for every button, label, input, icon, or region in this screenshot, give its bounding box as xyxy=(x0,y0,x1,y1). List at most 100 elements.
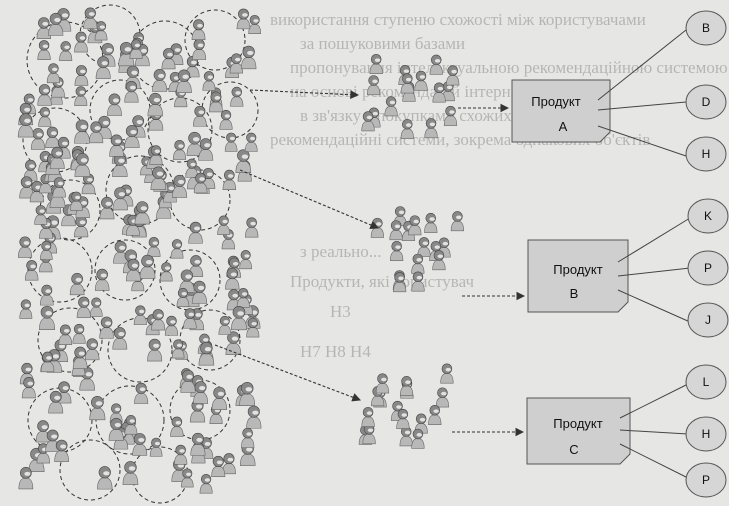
background-text-line: Продукти, які користувач xyxy=(290,272,475,291)
user-icon xyxy=(74,65,89,86)
user-icon xyxy=(241,427,255,448)
user-icon xyxy=(35,420,51,443)
user-icon xyxy=(48,390,64,414)
feature-circle: J xyxy=(687,302,729,338)
user-icon xyxy=(193,381,209,404)
user-icon xyxy=(54,439,69,462)
user-icon xyxy=(147,237,161,257)
user-icon xyxy=(211,455,226,477)
user-icon xyxy=(191,280,208,304)
user-icon xyxy=(248,14,261,34)
user-icon xyxy=(112,327,128,350)
background-text-line: H3 xyxy=(330,302,351,321)
user-icon xyxy=(151,309,166,331)
user-icon xyxy=(152,68,168,92)
user-icon xyxy=(198,341,215,366)
user-icon xyxy=(217,215,231,235)
arrow xyxy=(239,169,380,230)
user-icon xyxy=(240,45,257,70)
user-icon xyxy=(133,305,147,326)
user-icon xyxy=(89,297,103,317)
arrows xyxy=(214,89,526,437)
user-cluster-outline xyxy=(184,9,246,71)
user-icon xyxy=(246,405,262,429)
user-icon xyxy=(149,145,163,165)
user-icon xyxy=(370,217,384,238)
user-icon xyxy=(190,432,206,456)
user-icon xyxy=(52,177,66,198)
user-icon xyxy=(134,382,149,404)
user-icon xyxy=(202,71,216,91)
user-icon xyxy=(36,17,52,39)
user-icon xyxy=(147,92,164,117)
user-icon xyxy=(193,105,207,127)
user-icon xyxy=(393,272,407,293)
product-label: Продукт xyxy=(531,94,580,109)
user-icon xyxy=(17,236,33,258)
user-icon xyxy=(95,56,111,79)
features: B D H K P J L H P xyxy=(597,10,729,498)
feature-label: H xyxy=(702,427,711,441)
feature-circle: H xyxy=(685,416,727,452)
user-icon xyxy=(361,406,375,427)
user-crowd xyxy=(17,4,262,504)
user-icon xyxy=(432,250,446,271)
user-icon xyxy=(435,387,450,408)
user-icon xyxy=(181,468,194,488)
user-icon xyxy=(389,220,403,241)
user-icon xyxy=(124,124,140,149)
user-icon xyxy=(97,466,113,490)
feature-circle: H xyxy=(685,136,727,172)
user-icon xyxy=(39,240,53,260)
user-icon xyxy=(411,428,425,449)
user-icon xyxy=(161,48,176,70)
user-icon xyxy=(122,461,139,485)
user-icon xyxy=(239,250,252,270)
feature-label: D xyxy=(702,95,711,109)
user-icon xyxy=(30,128,46,150)
user-icon xyxy=(176,287,190,307)
user-icon xyxy=(48,12,64,36)
user-icon xyxy=(76,296,91,318)
user-icon xyxy=(49,146,65,170)
feature-label: K xyxy=(704,209,712,223)
user-icon xyxy=(129,39,143,59)
feature-label: L xyxy=(703,375,710,389)
user-icon xyxy=(46,63,60,84)
feature-label: H xyxy=(702,147,711,161)
user-icon xyxy=(191,19,206,41)
feature-circle: D xyxy=(685,84,727,120)
user-icon xyxy=(180,369,196,393)
user-icon xyxy=(199,474,213,494)
user-icon xyxy=(107,93,122,116)
user-icon xyxy=(74,153,91,177)
product-a: Продукт A xyxy=(511,79,611,143)
user-icon xyxy=(443,105,458,126)
user-icon xyxy=(108,417,124,441)
user-icon xyxy=(124,415,138,435)
user-icon xyxy=(193,172,208,194)
user-icon xyxy=(400,118,414,139)
user-icon xyxy=(400,73,414,94)
user-icon xyxy=(176,69,192,93)
user-icon xyxy=(236,8,251,30)
user-icon xyxy=(367,75,381,96)
product-label: Продукт xyxy=(553,416,602,431)
user-icon xyxy=(186,131,203,156)
user-icon xyxy=(99,316,114,339)
user-icon xyxy=(429,54,443,75)
user-icon xyxy=(218,315,232,335)
user-icon xyxy=(132,433,148,456)
user-icon xyxy=(74,86,88,106)
user-icon xyxy=(39,284,54,306)
user-icon xyxy=(21,377,36,399)
user-icon xyxy=(231,306,247,331)
user-icon xyxy=(414,70,428,91)
user-icon xyxy=(446,65,460,86)
user-icon xyxy=(361,111,375,132)
user-icon xyxy=(225,331,242,355)
user-icon xyxy=(440,363,454,384)
feature-circle: P xyxy=(685,462,727,498)
